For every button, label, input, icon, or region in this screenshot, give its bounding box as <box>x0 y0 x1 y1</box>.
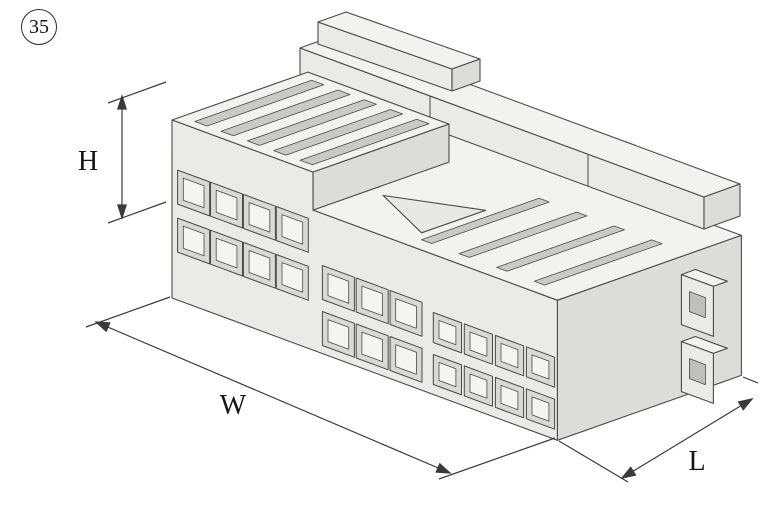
latch-hook-slot <box>689 291 706 319</box>
front-face <box>171 119 558 441</box>
cavity-hole <box>395 298 417 329</box>
arrowhead-icon <box>620 466 637 479</box>
arrowhead-icon <box>116 204 128 220</box>
upper-rail-end <box>451 58 481 92</box>
figure-number-badge: 35 <box>21 9 57 45</box>
extension-line <box>558 440 629 483</box>
extension-line <box>107 81 167 104</box>
figure-number: 35 <box>29 15 49 38</box>
top-slot <box>458 211 588 258</box>
extension-line <box>742 376 759 384</box>
cavity-hole <box>469 331 488 357</box>
dimension-label-h: H <box>78 146 98 177</box>
dimension-line <box>621 398 753 479</box>
cavity-hole <box>215 237 238 269</box>
block-slot <box>220 89 351 137</box>
cavity-hole <box>500 342 519 369</box>
cavity-hole <box>281 262 304 293</box>
extension-line <box>438 437 556 480</box>
dimension-height: H <box>78 81 167 224</box>
dimension-width: W <box>85 296 556 480</box>
lock-arm <box>382 194 487 234</box>
cavity-hole <box>182 177 205 209</box>
dimension-length: L <box>558 376 759 483</box>
cavity-hole <box>361 331 384 363</box>
arrowhead-icon <box>116 94 128 110</box>
cavity-hole <box>438 320 457 346</box>
latch-hook-slot <box>689 358 706 386</box>
block-slot <box>246 99 377 146</box>
cavity-hole <box>469 373 488 399</box>
block-slot <box>194 79 325 127</box>
cavity-hole <box>361 285 384 317</box>
dimensions: H W L <box>78 81 759 483</box>
dimension-line <box>95 321 451 474</box>
arrowhead-icon <box>737 398 754 411</box>
cavity-hole <box>395 344 417 375</box>
extension-line <box>107 201 167 224</box>
top-slot <box>496 225 625 272</box>
cavity-hole <box>438 362 457 388</box>
cavity-hole <box>500 384 519 411</box>
cavity-hole <box>531 354 550 380</box>
lock-rail-end <box>703 183 741 230</box>
cavity-hole <box>327 273 350 304</box>
block-slot <box>299 118 430 166</box>
top-slot <box>420 197 550 244</box>
cavity-hole <box>327 319 350 350</box>
dimension-label-l: L <box>688 446 705 477</box>
arrowhead-icon <box>94 321 111 333</box>
block-slot <box>273 109 404 156</box>
cavity-hole <box>248 202 271 233</box>
top-slot <box>533 239 663 286</box>
cavity-hole <box>215 189 238 221</box>
cavity-hole <box>531 396 550 422</box>
cavity-hole <box>248 250 271 281</box>
cavity-hole <box>281 214 304 245</box>
arrowhead-icon <box>435 462 452 474</box>
dimension-label-w: W <box>220 390 247 421</box>
connector-body <box>171 11 742 441</box>
cavity-hole <box>182 225 205 257</box>
